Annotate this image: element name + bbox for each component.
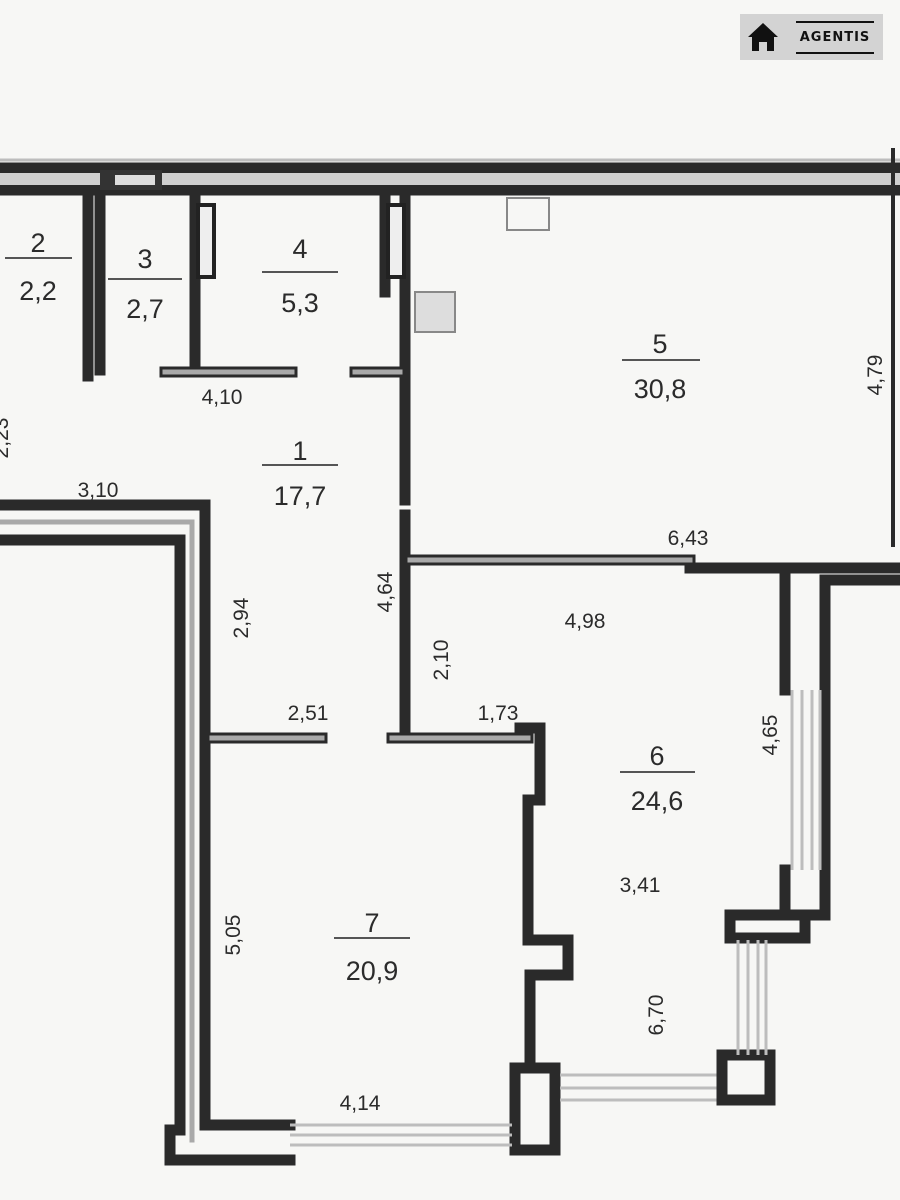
plan-label: 3,41 — [620, 874, 661, 897]
logo-text: AGENTIS — [796, 20, 874, 54]
plan-label: 2,2 — [19, 276, 57, 306]
plan-label: 7 — [364, 908, 379, 938]
plan-label: 2,23 — [0, 418, 13, 459]
room-1-label: 1 17,7 — [262, 436, 338, 511]
plan-label: 3,10 — [78, 479, 119, 502]
plan-label: 2,10 — [430, 640, 453, 681]
plan-label: 6,43 — [668, 527, 709, 550]
dimension-labels: 4,10 3,10 4,79 6,43 4,98 2,94 4,64 2,10 … — [0, 355, 887, 1115]
plan-label: 17,7 — [274, 481, 327, 511]
room-7-label: 7 20,9 — [334, 908, 410, 986]
plan-label: 2 — [30, 228, 45, 258]
plan-label: 2,51 — [288, 702, 329, 725]
plan-label: 2,7 — [126, 294, 164, 324]
agentis-logo: AGENTIS — [740, 14, 883, 60]
plan-label: 4,98 — [565, 610, 606, 633]
plan-label: 4,79 — [864, 355, 887, 396]
plan-label: 4 — [292, 234, 307, 264]
room-3-label: 3 2,7 — [108, 244, 182, 324]
plan-label: 4,64 — [374, 571, 397, 612]
plan-label: 30,8 — [634, 374, 687, 404]
house-icon — [748, 23, 778, 51]
plan-label: 1,73 — [478, 702, 519, 725]
room-2-label: 2 2,2 — [5, 228, 72, 306]
plan-label: 4,14 — [340, 1092, 381, 1115]
room-5-label: 5 30,8 — [622, 329, 700, 404]
sink-icon — [506, 197, 550, 231]
plan-label: 20,9 — [346, 956, 399, 986]
room-6-label: 6 24,6 — [620, 741, 695, 816]
room-4-label: 4 5,3 — [262, 234, 338, 318]
plan-label: 5,05 — [222, 915, 245, 956]
plan-label: 2,94 — [230, 597, 253, 638]
plan-label: 1 — [292, 436, 307, 466]
plan-label: 24,6 — [631, 786, 684, 816]
plan-label: 6 — [649, 741, 664, 771]
stove-icon — [414, 291, 456, 333]
plan-label: 5,3 — [281, 288, 319, 318]
plan-label: 5 — [652, 329, 667, 359]
plan-label: 3 — [137, 244, 152, 274]
plan-label: 6,70 — [645, 995, 668, 1036]
walls — [0, 148, 900, 1166]
room-labels: 2 2,2 3 2,7 4 5,3 5 30,8 1 — [5, 228, 700, 986]
plan-label: 4,10 — [202, 386, 243, 409]
plan-label: 4,65 — [759, 715, 782, 756]
